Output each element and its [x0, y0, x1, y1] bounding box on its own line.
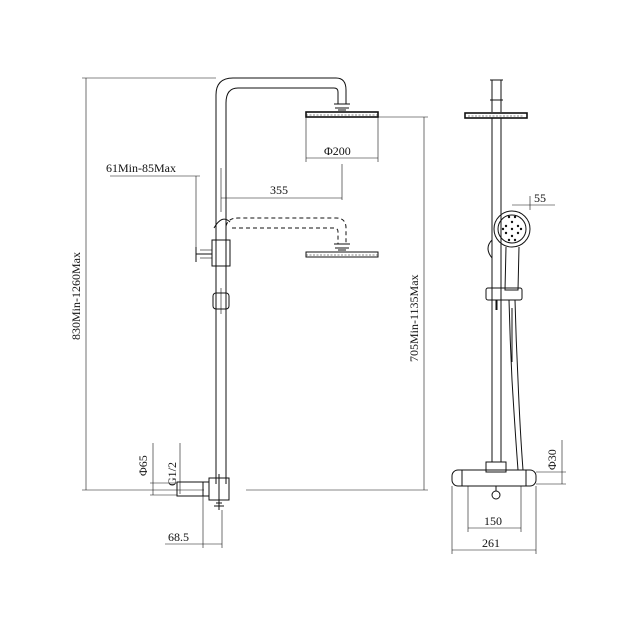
dimension-arm-length: 355: [221, 164, 343, 200]
shower-hose: [508, 299, 524, 471]
label-head-diameter: Φ200: [324, 144, 351, 158]
hand-shower-front: [485, 210, 531, 310]
dimension-arm-height: 705Min-1135Max: [246, 116, 428, 491]
dimension-flange: Φ30: [536, 440, 566, 485]
handset-holder-side: [195, 218, 231, 267]
label-wall-offset: 61Min-85Max: [106, 161, 176, 175]
label-valve-depth: 68.5: [168, 530, 189, 544]
rain-head-side: [305, 103, 379, 118]
riser-bracket-side: [212, 288, 230, 314]
label-valve-body: Φ65: [136, 455, 150, 476]
label-handset-size: 55: [534, 191, 546, 205]
spray-nozzles: [501, 215, 523, 242]
label-inlet-thread: G1/2: [165, 462, 179, 486]
dimension-wall-offset: 61Min-85Max: [106, 161, 222, 250]
label-total-height: 830Min-1260Max: [69, 252, 83, 340]
label-flange: Φ30: [545, 449, 559, 470]
dimension-total-height: 830Min-1260Max: [69, 77, 216, 491]
label-arm-height: 705Min-1135Max: [407, 274, 421, 362]
alternate-arm-dashed: [225, 217, 379, 258]
front-view: 55 Φ30 150 261: [451, 79, 566, 554]
dimension-inlet-centers: 150: [467, 486, 522, 532]
label-arm-length: 355: [270, 183, 288, 197]
rain-head-front: [464, 79, 528, 119]
dimension-overall-width: 261: [451, 486, 537, 554]
overhead-arm: [215, 77, 347, 104]
label-inlet-centers: 150: [484, 514, 502, 528]
dimension-head-diameter: Φ200: [305, 117, 379, 162]
dimension-valve-body: Φ65: [136, 443, 177, 496]
riser-front: [491, 118, 502, 462]
label-overall-width: 261: [482, 536, 500, 550]
dimension-handset-size: 55: [512, 191, 555, 210]
mixing-valve-side: [176, 474, 230, 510]
dimension-inlet-thread: G1/2: [165, 443, 181, 494]
dimension-valve-depth: 68.5: [165, 496, 223, 548]
side-view: 830Min-1260Max 705Min-1135Max Φ200 61Min…: [69, 77, 428, 548]
mixing-valve-front: [451, 461, 537, 500]
